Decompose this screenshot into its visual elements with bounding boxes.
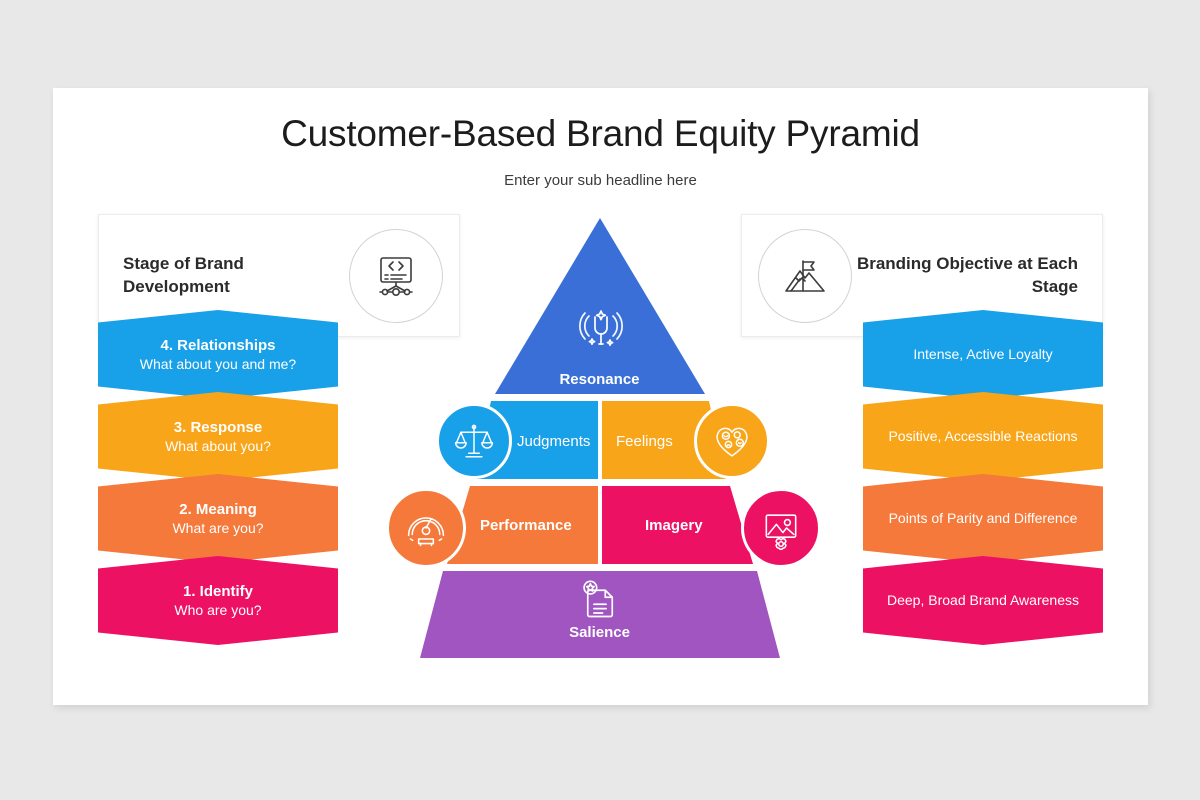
objective-text: Deep, Broad Brand Awareness xyxy=(887,592,1079,609)
tier-label-performance: Performance xyxy=(480,517,572,534)
stage-chevron[interactable]: 1. Identify Who are you? xyxy=(98,556,338,645)
stage-title: 2. Meaning xyxy=(179,500,257,518)
heart-emoji-icon xyxy=(694,403,770,479)
right-panel-heading: Branding Objective at Each Stage xyxy=(856,253,1078,296)
stage-title: 1. Identify xyxy=(182,582,253,600)
tier-shape-performance xyxy=(447,486,598,564)
page-title: Customer-Based Brand Equity Pyramid xyxy=(281,113,920,154)
stage-chevron[interactable]: 3. Response What about you? xyxy=(98,392,338,481)
stage-subtitle: Who are you? xyxy=(174,602,262,619)
left-panel-heading: Stage of Brand Development xyxy=(123,253,244,296)
stage-chevron-list: 4. Relationships What about you and me? … xyxy=(98,310,338,645)
objective-chevron[interactable]: Intense, Active Loyalty xyxy=(863,310,1103,399)
tier-shape-feelings xyxy=(602,401,726,479)
objective-chevron[interactable]: Points of Parity and Difference xyxy=(863,474,1103,563)
page-subtitle: Enter your sub headline here xyxy=(504,172,697,189)
objective-text: Positive, Accessible Reactions xyxy=(888,428,1078,445)
stage-subtitle: What are you? xyxy=(172,520,264,537)
tier-label-salience: Salience xyxy=(569,624,630,641)
objective-chevron[interactable]: Positive, Accessible Reactions xyxy=(863,392,1103,481)
tier-label-judgments: Judgments xyxy=(517,433,591,450)
stage-chevron[interactable]: 2. Meaning What are you? xyxy=(98,474,338,563)
document-star-icon xyxy=(579,578,621,625)
objective-chevron-list: Intense, Active Loyalty Positive, Access… xyxy=(863,310,1103,645)
mountain-flag-icon xyxy=(758,228,852,323)
tier-shape-salience xyxy=(420,571,780,658)
brand-equity-pyramid: Resonance Judgments xyxy=(53,88,1148,705)
tier-label-feelings: Feelings xyxy=(616,433,673,450)
stage-title: 4. Relationships xyxy=(160,336,276,354)
scales-icon xyxy=(436,403,512,479)
objective-text: Intense, Active Loyalty xyxy=(913,346,1053,363)
tuning-fork-icon xyxy=(575,303,627,360)
stage-subtitle: What about you and me? xyxy=(139,356,297,373)
tier-shape-resonance xyxy=(495,218,705,394)
gauge-icon xyxy=(386,488,466,568)
objective-text: Points of Parity and Difference xyxy=(888,510,1078,527)
slide-card: Customer-Based Brand Equity Pyramid Ente… xyxy=(53,88,1148,705)
stage-subtitle: What about you? xyxy=(165,438,271,455)
tier-label-resonance: Resonance xyxy=(559,371,640,388)
image-gear-icon xyxy=(741,488,821,568)
tier-label-imagery: Imagery xyxy=(645,517,703,534)
tier-shape-imagery xyxy=(602,486,753,564)
stage-title: 3. Response xyxy=(173,418,263,436)
stage-chevron[interactable]: 4. Relationships What about you and me? xyxy=(98,310,338,399)
objective-chevron[interactable]: Deep, Broad Brand Awareness xyxy=(863,556,1103,645)
code-document-icon xyxy=(349,228,443,323)
